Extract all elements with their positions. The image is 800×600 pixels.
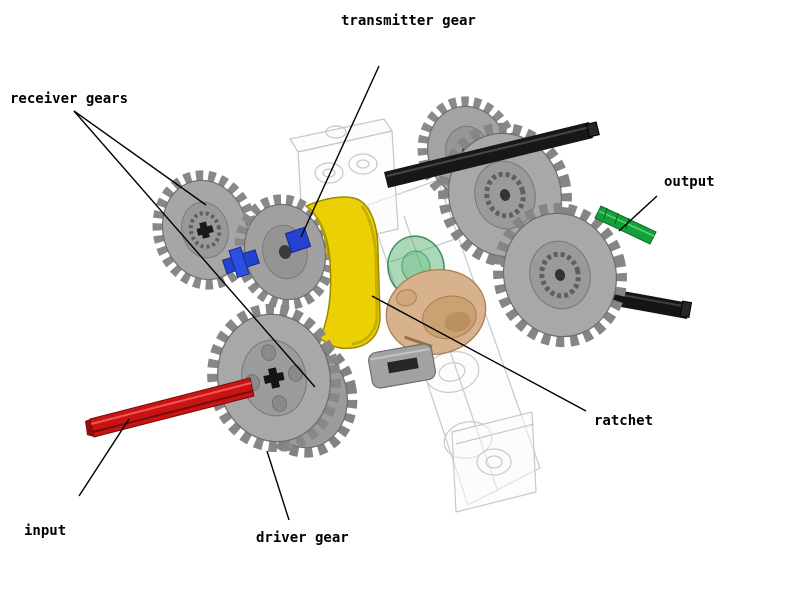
label-transmitter-gear: transmitter gear bbox=[341, 13, 476, 29]
translucent-frame-brick-bottom bbox=[451, 411, 537, 513]
ratchet-housing-yellow bbox=[304, 196, 381, 350]
label-driver-gear: driver gear bbox=[256, 530, 349, 546]
leader-receiver-gears-1 bbox=[73, 110, 207, 206]
label-output: output bbox=[664, 174, 715, 190]
transmitter-gear-part bbox=[221, 226, 312, 279]
driver-gear-part bbox=[207, 303, 341, 453]
label-ratchet: ratchet bbox=[594, 413, 654, 429]
leader-driver-gear bbox=[266, 450, 290, 521]
annotation-lines bbox=[73, 65, 658, 521]
label-receiver-gears: receiver gears bbox=[10, 91, 129, 107]
receiver-gear-1 bbox=[152, 170, 258, 290]
ratchet-wheel bbox=[385, 268, 487, 356]
leader-output bbox=[618, 195, 658, 232]
label-input: input bbox=[24, 523, 67, 539]
leader-ratchet bbox=[371, 295, 587, 412]
driver-axle-hole bbox=[263, 367, 285, 389]
axle-connector bbox=[368, 343, 436, 389]
leader-receiver-gears-2 bbox=[73, 110, 316, 388]
leader-input bbox=[78, 418, 130, 497]
input-axle bbox=[85, 377, 255, 438]
top-cross-axle bbox=[384, 121, 600, 188]
gear-right-lower bbox=[493, 202, 627, 348]
leader-transmitter-gear bbox=[300, 65, 380, 238]
